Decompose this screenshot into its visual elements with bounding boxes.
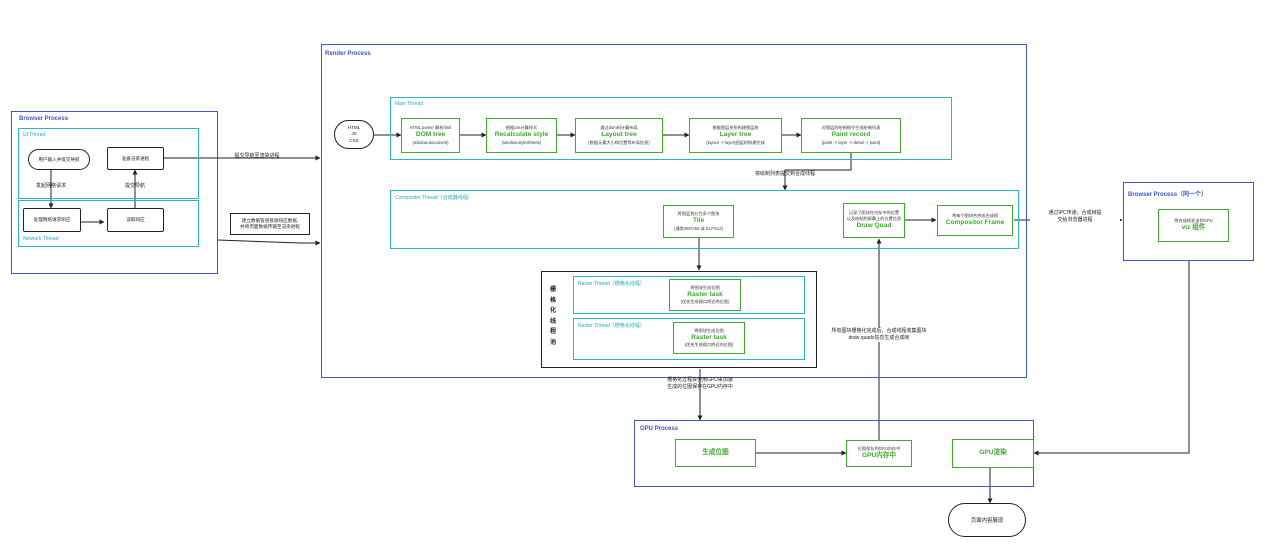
viz-title: viz 组件: [1181, 223, 1206, 231]
raster-task-1-note: (优先生成视口附近的位图): [680, 299, 730, 305]
pipe-note-line-2: 并将页面数据传输至渲染进程: [240, 224, 300, 229]
stage-dom-tree-desc: HTML parser 解析html: [409, 125, 452, 131]
main-thread-title: Main Thread: [395, 101, 423, 107]
stage-layer-tree: 根据图层关系构建图层树 Layer tree (layout -> layer)…: [689, 118, 782, 153]
read-response-node: 读取响应: [107, 208, 164, 232]
edge-ipc-browser-line-1: 通过IPC传递，合成帧提: [1048, 210, 1102, 216]
compositor-frame-desc: 将每个图块合并成合成帧: [951, 213, 999, 219]
stage-paint-title: Paint record: [831, 131, 871, 139]
stage-paint-desc: 对图层的绘制指令生成绘制列表: [821, 125, 881, 131]
raster-thread-1: Raster Thread（栅格化线程）: [573, 276, 805, 314]
render-process: Render Process: [321, 44, 1027, 378]
tile-desc: 将图层划分为多个图块: [677, 211, 720, 217]
raster-thread-2: Raster Thread（栅格化线程）: [573, 318, 805, 360]
draw-quad-title: Draw Quad: [856, 221, 892, 229]
tile-title: Tile: [692, 217, 705, 225]
edge-raster-gpu-line-2: 生成的位图保存在GPU内存中: [667, 384, 733, 390]
stage-layer-desc: 根据图层关系构建图层树: [712, 125, 759, 131]
edge-draw-quad-line-1: 所有图块栅格化完成后，合成线程收集图块: [831, 328, 927, 334]
edge-label-commit: 将绘制列表提交到合成线程: [754, 171, 815, 177]
raster-task-2-desc: 将图块生成位图: [694, 327, 724, 333]
raster-task-1: 将图块生成位图 Raster task (优先生成视口附近的位图): [669, 279, 741, 311]
tile-note: (通常256*256 或 512*512): [674, 225, 723, 231]
input-css: CSS: [349, 137, 359, 143]
edge-draw-quad-line-2: draw quads信息生成合成帧: [848, 335, 910, 341]
edge-label-ipc: 提交导航至渲染进程: [234, 153, 280, 159]
stage-recalc-title: Recalculate style: [494, 131, 549, 139]
ui-thread-title: UI Thread: [23, 132, 46, 138]
stage-layout-title: Layout tree: [601, 131, 637, 139]
raster-task-2-title: Raster task: [691, 333, 727, 341]
edge-label-raster-gpu: 栅格化过程会使用GPU来加速 生成的位图保存在GPU内存中: [640, 377, 760, 391]
browser-process-2-title: Browser Process（同一个）: [1128, 192, 1208, 198]
stage-dom-tree-note: (window.document): [412, 139, 449, 145]
draw-quad-desc-2: 以及绘制到屏幕上的位置信息: [846, 216, 902, 222]
stage-layer-note: (layout -> layer)图层树构建完成: [706, 139, 765, 145]
edge-raster-gpu-line-1: 栅格化过程会使用GPU来加速: [667, 377, 733, 383]
compositor-thread-title: Compositor Thread（合成器线程）: [395, 195, 473, 201]
raster-thread-2-title: Raster Thread（栅格化线程）: [578, 323, 645, 329]
stage-recalculate-style: 根据css计算样式 Recalculate style (window.styl…: [486, 118, 557, 153]
response-process-node: 处理网络请求响应: [23, 208, 81, 232]
draw-quad-node: 记录了图块在内存中的位置 以及绘制到屏幕上的位置信息 Draw Quad: [843, 203, 905, 238]
gpu-memory-desc: 位图保存到GPU内存中: [857, 446, 901, 452]
ui-thread: UI Thread: [18, 128, 199, 199]
browser-process: Browser Process: [11, 111, 218, 274]
stage-layout-tree: 通过dom树计算布局 Layout tree (根据元素大小和位置等布局信息): [575, 118, 663, 153]
compositor-thread: Compositor Thread（合成器线程）: [390, 190, 1019, 249]
compositor-frame-node: 将每个图块合并成合成帧 Compositor Frame: [937, 205, 1013, 236]
browser-process-2: Browser Process（同一个）: [1123, 182, 1254, 261]
stage-layer-title: Layer tree: [719, 131, 752, 139]
main-thread: Main Thread: [390, 97, 952, 160]
edge-label-draw-quad: 所有图块栅格化完成后，合成线程收集图块 draw quads信息生成合成帧: [818, 328, 940, 342]
stage-paint-record: 对图层的绘制指令生成绘制列表 Paint record (paint -> la…: [801, 118, 901, 153]
stage-layout-desc: 通过dom树计算布局: [600, 125, 638, 131]
edge-label-request: 发起网络请求: [35, 183, 66, 189]
gpu-bitmap-title: 生成位图: [702, 448, 729, 456]
raster-task-1-title: Raster task: [687, 290, 723, 298]
user-input-node: 用户输入并提交导航: [28, 149, 90, 170]
stage-recalc-note: (window.styleSheets): [501, 139, 542, 145]
render-process-prep-node: 准备渲染进程: [107, 147, 164, 170]
draw-quad-desc-1: 记录了图块在内存中的位置: [848, 210, 900, 216]
edge-label-submit: 提交导航: [124, 183, 145, 189]
edge-label-ipc-browser: 通过IPC传递，合成帧提 交给浏览器进程: [1030, 210, 1120, 224]
stage-layout-note: (根据元素大小和位置等布局信息): [588, 139, 650, 145]
gpu-render-node: GPU渲染: [952, 439, 1034, 468]
gpu-bitmap-node: 生成位图: [675, 439, 756, 467]
network-thread: Network Thread: [18, 200, 199, 247]
input-resources: HTML JS CSS: [334, 120, 374, 149]
raster-thread-1-title: Raster Thread（栅格化线程）: [578, 281, 645, 287]
input-html: HTML: [347, 124, 361, 130]
compositor-frame-title: Compositor Frame: [945, 218, 1005, 226]
tile-node: 将图层划分为多个图块 Tile (通常256*256 或 512*512): [663, 205, 734, 238]
gpu-render-title: GPU渲染: [979, 449, 1007, 457]
viz-desc: 将合成帧发送到GPU: [1174, 218, 1213, 224]
stage-dom-tree-title: DOM tree: [415, 131, 446, 139]
input-js: JS: [351, 131, 357, 137]
pipe-note: 建立数据管道接收响应数据,并将页面数据传输至渲染进程: [230, 213, 310, 235]
page-display-node: 页面内容展现: [948, 503, 1026, 537]
stage-dom-tree: HTML parser 解析html DOM tree (window.docu…: [401, 118, 460, 153]
gpu-memory-title: GPU内存中: [861, 451, 897, 459]
viz-node: 将合成帧发送到GPU viz 组件: [1158, 209, 1229, 242]
stage-paint-note: (paint -> layer -> detail -> paint): [821, 139, 881, 145]
raster-pool-label: 栅格化线程池: [549, 287, 556, 346]
browser-process-title: Browser Process: [19, 116, 69, 122]
gpu-process-title: GPU Process: [640, 426, 679, 432]
edge-ipc-browser-line-2: 交给浏览器进程: [1057, 217, 1093, 223]
render-process-title: Render Process: [325, 51, 371, 57]
pipe-note-line-1: 建立数据管道接收响应数据,: [241, 218, 299, 224]
raster-task-2-note: (优先生成视口附近的位图): [684, 342, 734, 348]
gpu-memory-node: 位图保存到GPU内存中 GPU内存中: [846, 440, 912, 467]
stage-recalc-desc: 根据css计算样式: [505, 125, 538, 131]
network-thread-title: Network Thread: [23, 236, 59, 242]
raster-task-2: 将图块生成位图 Raster task (优先生成视口附近的位图): [673, 322, 745, 354]
raster-task-1-desc: 将图块生成位图: [690, 284, 720, 290]
